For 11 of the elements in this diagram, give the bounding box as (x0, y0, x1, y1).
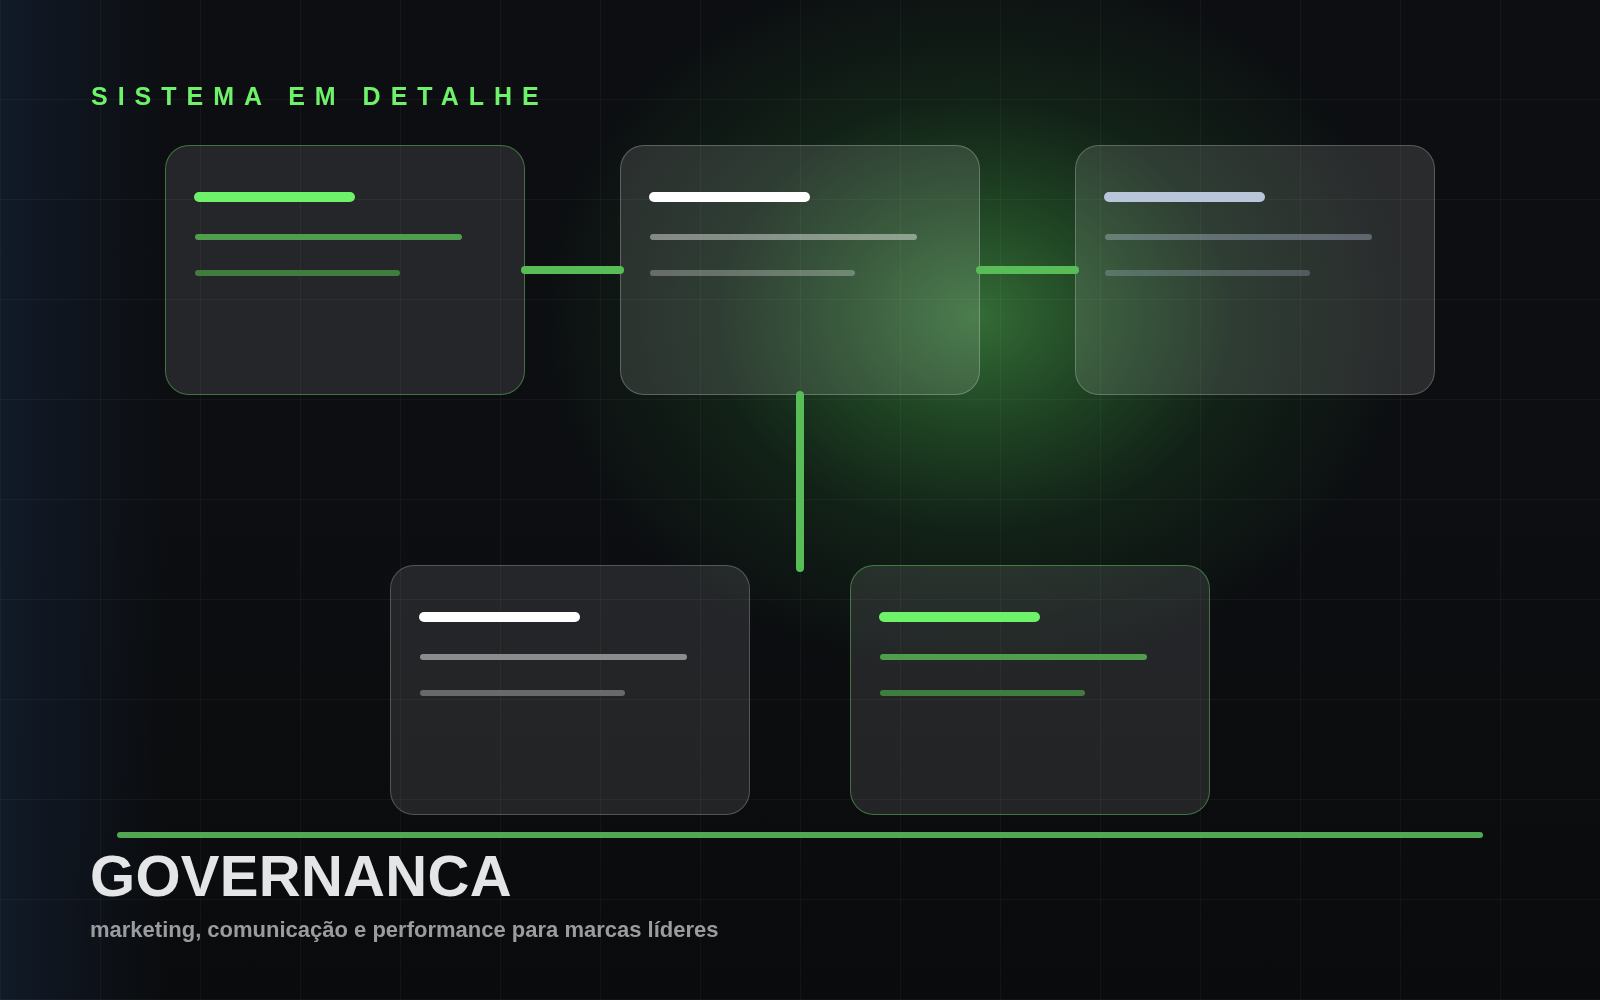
connector-line (796, 391, 804, 572)
card (620, 145, 980, 395)
connector-line (976, 266, 1079, 274)
card (390, 565, 750, 815)
connector-line (521, 266, 624, 274)
heading: GOVERNANCA (90, 847, 512, 905)
card (1075, 145, 1435, 395)
card (165, 145, 525, 395)
section-kicker: SISTEMA EM DETALHE (91, 84, 549, 109)
card (850, 565, 1210, 815)
subtitle: marketing, comunicação e performance para marcas líderes (90, 919, 719, 941)
